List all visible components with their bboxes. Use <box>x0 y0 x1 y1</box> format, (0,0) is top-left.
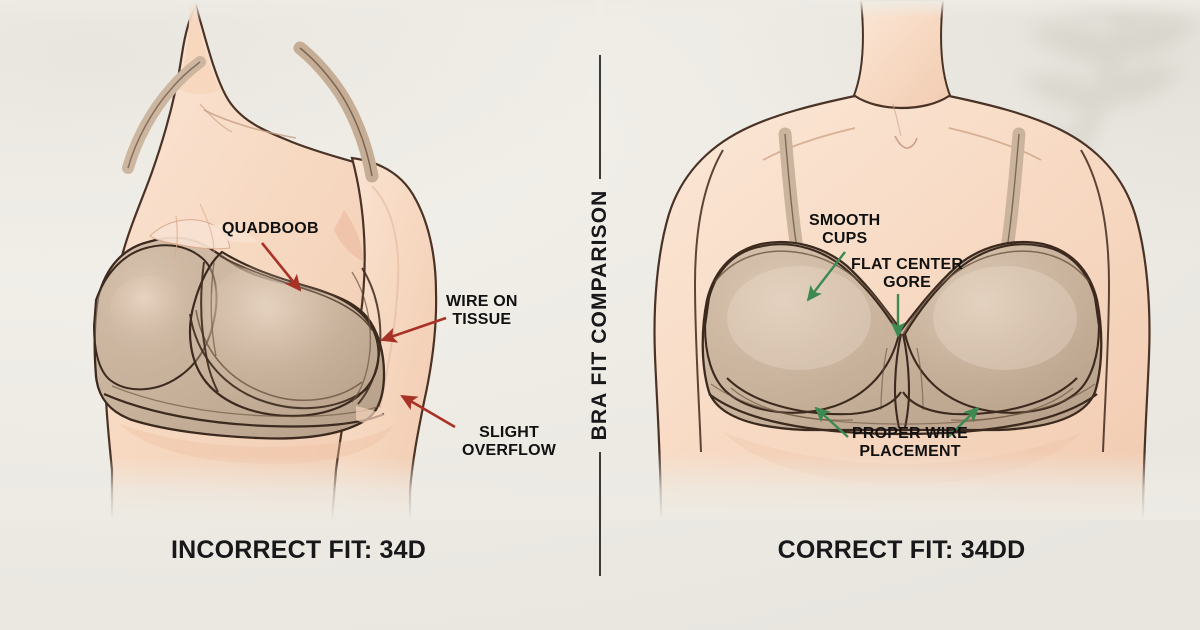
annotation-quadboob: QUADBOOB <box>222 220 319 237</box>
divider-rule-bottom <box>599 452 601 576</box>
annotation-slight-overflow: SLIGHT OVERFLOW <box>462 424 557 459</box>
annotation-flat-center-gore: FLAT CENTER GORE <box>851 256 964 291</box>
annotation-smooth-cups: SMOOTH CUPS <box>809 212 881 247</box>
annotation-wire-on-tissue: WIRE ON TISSUE <box>446 293 518 328</box>
annotation-proper-wire-placement: PROPER WIRE PLACEMENT <box>852 425 968 460</box>
center-divider <box>597 0 603 630</box>
divider-rule-top <box>599 55 601 179</box>
quadboob-bulge <box>149 203 258 259</box>
panel-correct-fit: CORRECT FIT: 34DD <box>603 0 1200 630</box>
incorrect-fit-caption: INCORRECT FIT: 34D <box>170 536 426 564</box>
comparison-title: BRA FIT COMPARISON <box>588 189 611 441</box>
correct-fit-caption: CORRECT FIT: 34DD <box>777 536 1026 564</box>
